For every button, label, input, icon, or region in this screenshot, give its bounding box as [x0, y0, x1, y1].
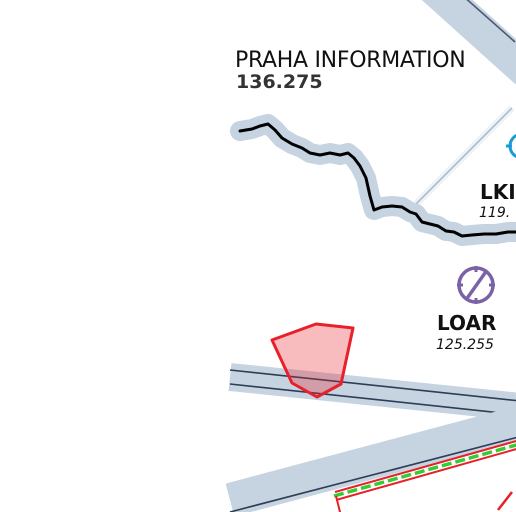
loar-ident-label[interactable]: LOAR [437, 311, 497, 335]
lkpr-ident-label[interactable]: LKI [480, 180, 516, 204]
loar-frequency-label: 125.255 [436, 337, 494, 353]
airway-corridor-bottom [225, 406, 516, 512]
route-boundary [333, 440, 516, 512]
airway-line-lkpr [412, 105, 515, 208]
aeronautical-map[interactable]: PRAHA INFORMATION 136.275 LKI 119. LOAR … [225, 0, 516, 512]
blank-panel [0, 0, 240, 512]
airway-corridor-top [421, 0, 516, 85]
lkpr-frequency-label: 119. [479, 205, 511, 221]
fir-frequency-label: 136.275 [236, 71, 323, 93]
lkpr-airport-icon[interactable] [506, 130, 516, 160]
airway-corridor-middle [228, 363, 516, 421]
fir-name-label: PRAHA INFORMATION [235, 48, 466, 73]
map-canvas[interactable] [225, 0, 516, 512]
restricted-area[interactable] [270, 322, 355, 399]
state-border [230, 114, 516, 246]
loar-airport-icon[interactable] [457, 266, 495, 304]
